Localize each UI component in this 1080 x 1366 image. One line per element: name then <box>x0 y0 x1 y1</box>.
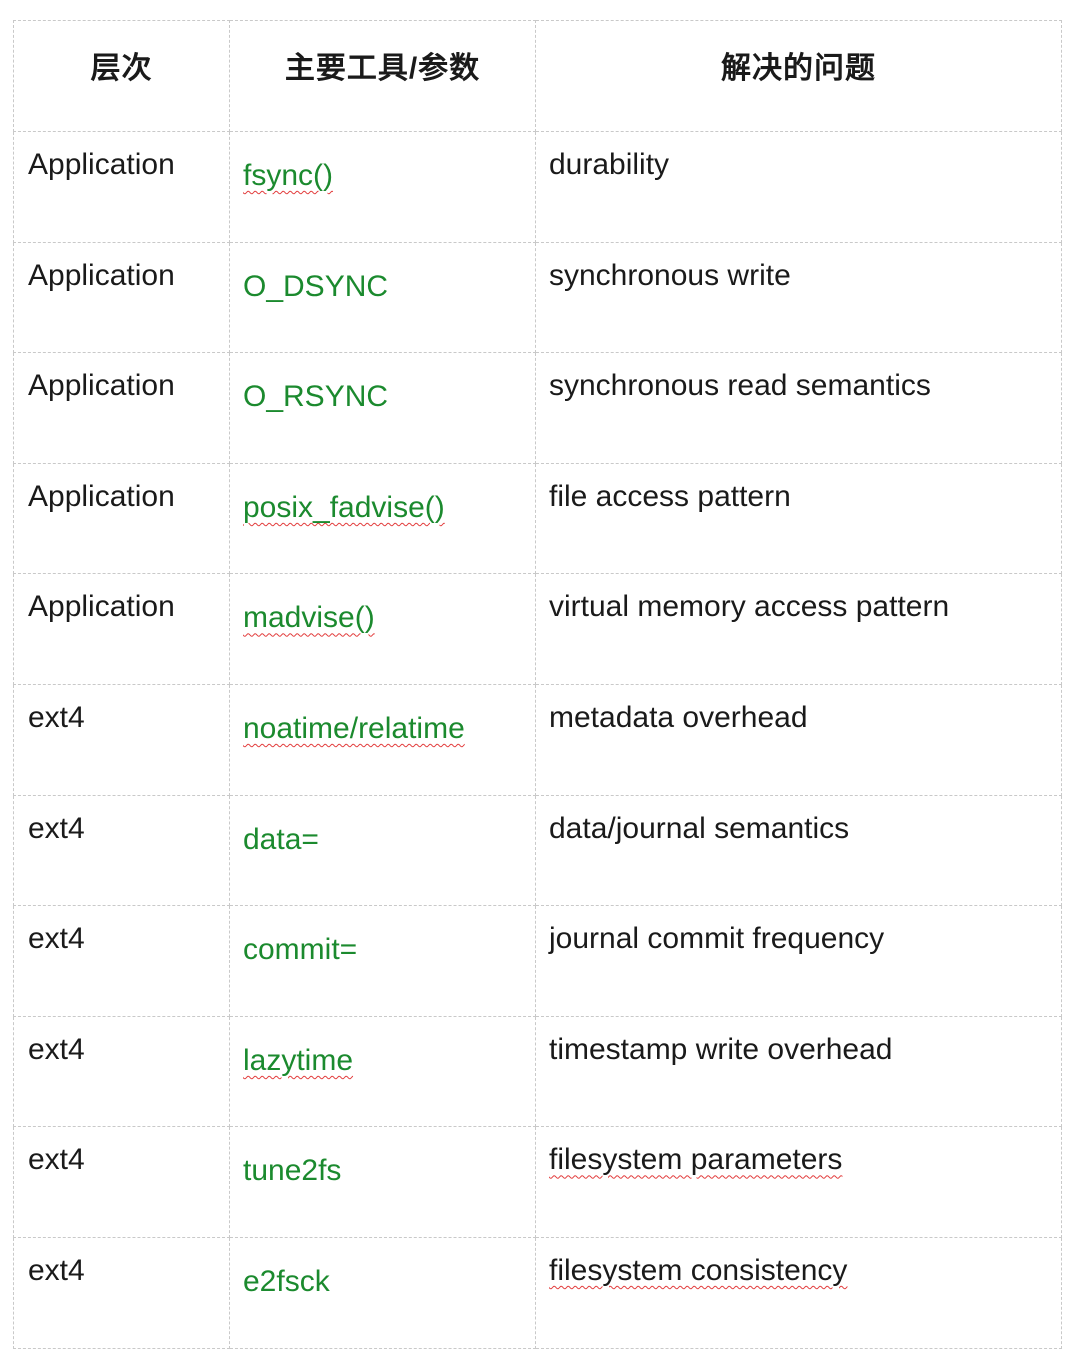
layer-text: ext4 <box>28 1253 85 1287</box>
tool-cell: noatime/relatime <box>229 683 536 796</box>
layer-text: ext4 <box>28 922 85 956</box>
layer-cell: Application <box>13 131 230 243</box>
layer-cell: Application <box>13 241 230 354</box>
tool-text: e2fsck <box>243 1264 330 1298</box>
tool-text: noatime/relatime <box>243 711 465 745</box>
table-row: Application posix_fadvise() file access … <box>13 462 1062 575</box>
header-layer-label: 层次 <box>90 52 153 85</box>
problem-text: timestamp write overhead <box>549 1032 893 1066</box>
header-row: 层次 主要工具/参数 解决的问题 <box>13 20 1062 132</box>
tool-cell: commit= <box>229 905 536 1017</box>
layer-cell: ext4 <box>13 683 230 796</box>
problem-text: filesystem parameters <box>549 1143 843 1177</box>
layer-cell: Application <box>13 573 230 685</box>
tuning-table: 层次 主要工具/参数 解决的问题 Application fsync() dur… <box>13 20 1062 1349</box>
tool-text: posix_fadvise() <box>243 490 445 524</box>
tool-text: O_RSYNC <box>243 380 389 414</box>
table-row: Application O_DSYNC synchronous write <box>13 241 1062 354</box>
layer-cell: Application <box>13 352 230 464</box>
problem-text: data/journal semantics <box>549 811 850 845</box>
tool-cell: madvise() <box>229 573 536 685</box>
tool-cell: e2fsck <box>229 1236 536 1349</box>
tool-text: O_DSYNC <box>243 269 389 303</box>
tool-cell: fsync() <box>229 131 536 243</box>
layer-text: ext4 <box>28 1143 85 1177</box>
tool-cell: data= <box>229 794 536 907</box>
problem-text: synchronous write <box>549 258 791 292</box>
table-row: ext4 data= data/journal semantics <box>13 794 1062 907</box>
header-problem-label: 解决的问题 <box>721 52 876 85</box>
tool-text: data= <box>243 822 319 856</box>
tool-cell: posix_fadvise() <box>229 462 536 575</box>
problem-text: synchronous read semantics <box>549 369 931 403</box>
header-tool: 主要工具/参数 <box>229 20 536 132</box>
problem-text: filesystem consistency <box>549 1253 848 1287</box>
problem-cell: metadata overhead <box>535 683 1062 796</box>
problem-cell: journal commit frequency <box>535 905 1062 1017</box>
table-row: ext4 noatime/relatime metadata overhead <box>13 683 1062 796</box>
problem-cell: virtual memory access pattern <box>535 573 1062 685</box>
layer-cell: ext4 <box>13 1126 230 1238</box>
tool-text: commit= <box>243 933 358 967</box>
layer-text: ext4 <box>28 811 85 845</box>
table-row: ext4 e2fsck filesystem consistency <box>13 1236 1062 1349</box>
problem-text: durability <box>549 148 670 181</box>
problem-text: file access pattern <box>549 479 791 513</box>
header-layer: 层次 <box>13 20 230 132</box>
layer-cell: ext4 <box>13 1236 230 1349</box>
layer-text: Application <box>28 590 175 624</box>
problem-text: virtual memory access pattern <box>549 590 950 624</box>
problem-cell: filesystem parameters <box>535 1126 1062 1238</box>
layer-text: Application <box>28 258 175 292</box>
tool-cell: tune2fs <box>229 1126 536 1238</box>
problem-text: journal commit frequency <box>549 922 885 956</box>
layer-cell: ext4 <box>13 794 230 907</box>
table-row: ext4 tune2fs filesystem parameters <box>13 1126 1062 1238</box>
header-tool-label: 主要工具/参数 <box>284 52 481 85</box>
tool-cell: O_RSYNC <box>229 352 536 464</box>
problem-cell: data/journal semantics <box>535 794 1062 907</box>
problem-cell: durability <box>535 131 1062 243</box>
layer-text: Application <box>28 479 175 513</box>
tool-text: fsync() <box>243 159 333 192</box>
layer-text: Application <box>28 148 175 181</box>
table-row: ext4 lazytime timestamp write overhead <box>13 1015 1062 1128</box>
tool-cell: O_DSYNC <box>229 241 536 354</box>
layer-cell: ext4 <box>13 905 230 1017</box>
problem-cell: filesystem consistency <box>535 1236 1062 1349</box>
layer-text: ext4 <box>28 1032 85 1066</box>
header-problem: 解决的问题 <box>535 20 1062 132</box>
layer-cell: Application <box>13 462 230 575</box>
problem-cell: synchronous read semantics <box>535 352 1062 464</box>
tool-text: tune2fs <box>243 1154 342 1188</box>
layer-text: ext4 <box>28 700 85 734</box>
table-row: Application fsync() durability <box>13 131 1062 243</box>
problem-cell: file access pattern <box>535 462 1062 575</box>
layer-text: Application <box>28 369 175 403</box>
problem-cell: timestamp write overhead <box>535 1015 1062 1128</box>
problem-cell: synchronous write <box>535 241 1062 354</box>
tool-text: lazytime <box>243 1043 354 1077</box>
tool-cell: lazytime <box>229 1015 536 1128</box>
layer-cell: ext4 <box>13 1015 230 1128</box>
tool-text: madvise() <box>243 601 375 635</box>
table-row: Application O_RSYNC synchronous read sem… <box>13 352 1062 464</box>
table-row: Application madvise() virtual memory acc… <box>13 573 1062 685</box>
table-row: ext4 commit= journal commit frequency <box>13 905 1062 1017</box>
problem-text: metadata overhead <box>549 700 808 734</box>
